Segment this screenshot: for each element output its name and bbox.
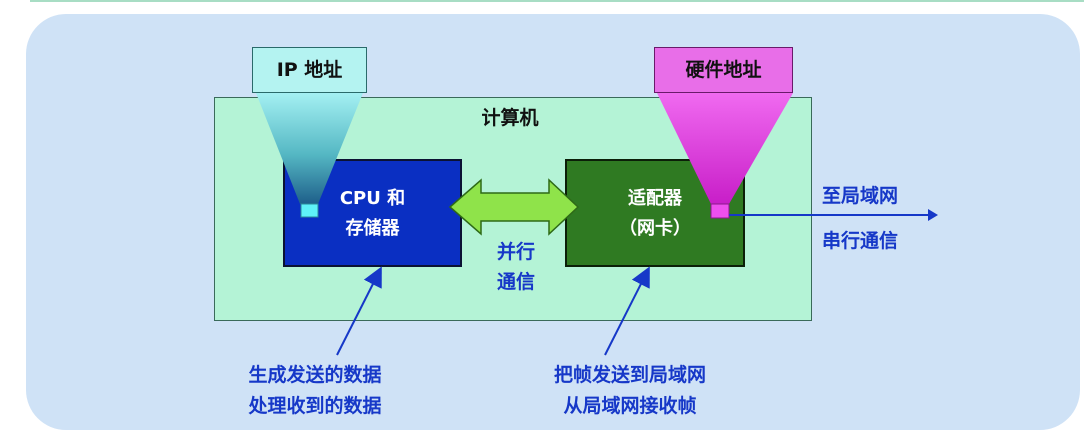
lan-output-arrowhead: [928, 209, 938, 221]
ip-address-port: [300, 203, 319, 218]
cpu-label-line1: CPU 和: [339, 188, 406, 209]
ip-address-tag: [252, 47, 367, 93]
lan-label-line2: 串行通信: [821, 230, 898, 252]
parallel-label-line1: 并行: [496, 241, 535, 263]
adapter-label-line2: （网卡）: [619, 218, 691, 239]
hardware-address-cone: [657, 93, 793, 204]
parallel-label-line2: 通信: [496, 271, 535, 293]
adapter-note-line1: 把帧发送到局域网: [553, 364, 706, 386]
hardware-address-port: [710, 203, 730, 219]
top-rule: [30, 0, 1084, 2]
hardware-address-label: 硬件地址: [685, 59, 762, 81]
parallel-double-arrow: [448, 178, 580, 236]
cpu-note-arrow: [336, 266, 382, 356]
hardware-address-tag: [654, 47, 793, 93]
cpu-note-line1: 生成发送的数据: [248, 364, 382, 386]
ip-address-label: IP 地址: [276, 59, 343, 81]
computer-title: 计算机: [481, 107, 539, 129]
adapter-note-arrow: [604, 266, 650, 356]
lan-label-line1: 至局域网: [821, 185, 898, 207]
ip-address-cone: [256, 93, 363, 204]
adapter-label-line1: 适配器: [628, 188, 682, 209]
cpu-note-line2: 处理收到的数据: [248, 395, 382, 417]
adapter-note-line2: 从局域网接收帧: [563, 395, 697, 417]
cpu-label-line2: 存储器: [345, 218, 400, 239]
